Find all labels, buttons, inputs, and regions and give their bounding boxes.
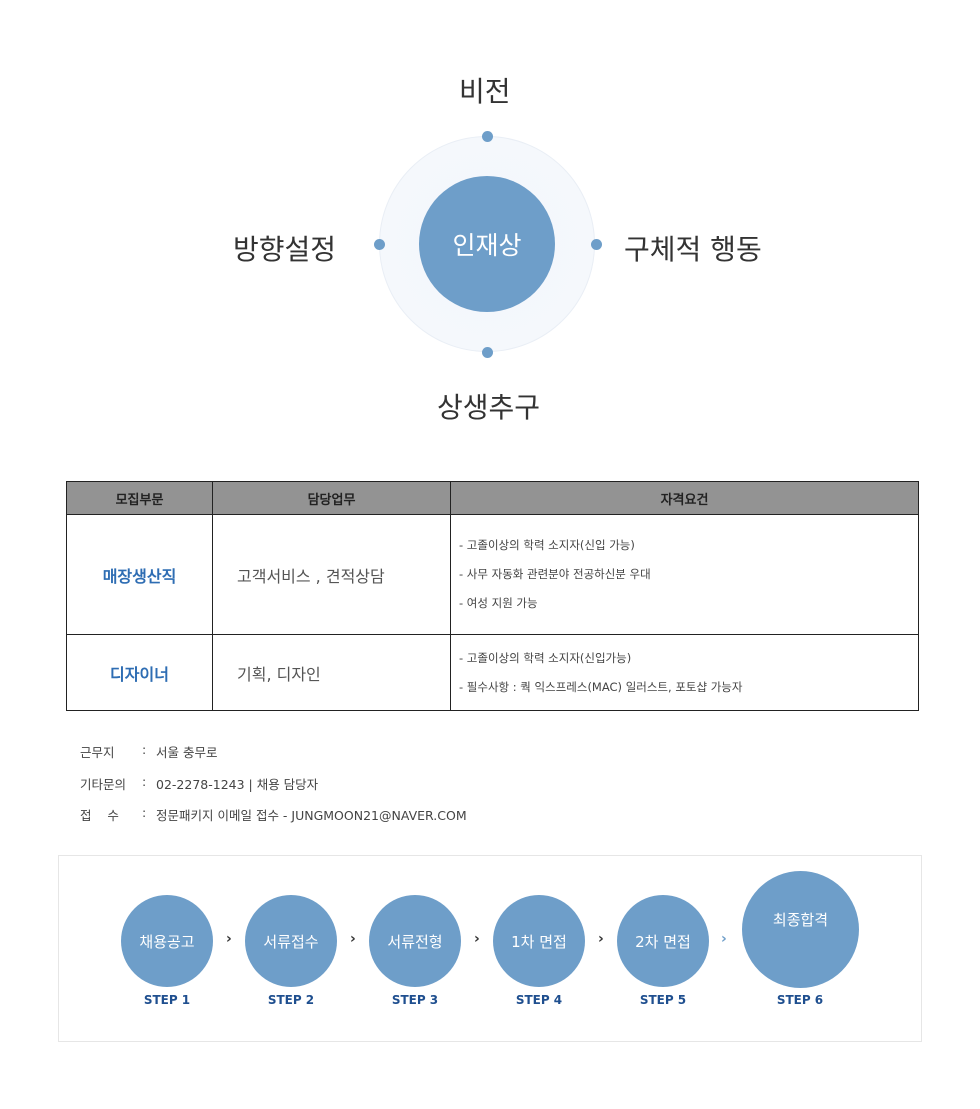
info-key: 접 수 bbox=[80, 808, 119, 823]
requirement-item: - 사무 자동화 관련분야 전공하신분 우대 bbox=[459, 567, 651, 581]
requirement-item: - 필수사항 : 쿽 익스프레스(MAC) 일러스트, 포토샵 가능자 bbox=[459, 679, 743, 694]
step-title: 최종합격 bbox=[772, 911, 829, 929]
table-header-cell: 자격요건 bbox=[450, 481, 919, 515]
step-arrow-icon: › bbox=[350, 931, 356, 947]
step-circle-final: 최종합격 bbox=[742, 871, 859, 988]
diagram-dot-top bbox=[482, 131, 493, 142]
table-header-cell: 모집부문 bbox=[66, 481, 213, 515]
step-arrow-icon: › bbox=[598, 931, 604, 947]
step-label: STEP 1 bbox=[143, 993, 191, 1007]
step-title: 2차 면접 bbox=[635, 932, 691, 951]
step-circle: 2차 면접 bbox=[617, 895, 709, 987]
step-title: 서류전형 bbox=[387, 932, 443, 951]
table-header-row: 모집부문 담당업무 자격요건 bbox=[66, 481, 919, 515]
info-row-apply: 접 수 : 정문패키지 이메일 접수 - JUNGMOON21@NAVER.CO… bbox=[80, 805, 467, 824]
diagram-bottom-label: 상생추구 bbox=[437, 391, 541, 424]
step-title: 채용공고 bbox=[139, 932, 195, 951]
info-value: 정문패키지 이메일 접수 - JUNGMOON21@NAVER.COM bbox=[156, 808, 467, 823]
recruit-duty: 고객서비스 , 견적상담 bbox=[212, 514, 451, 635]
recruit-part: 매장생산직 bbox=[66, 514, 213, 635]
recruit-duty: 기획, 디자인 bbox=[212, 634, 451, 711]
recruit-table: 모집부문 담당업무 자격요건 매장생산직 고객서비스 , 견적상담 - 고졸이상… bbox=[66, 481, 919, 711]
info-sep: : bbox=[142, 742, 147, 757]
diagram-core-label: 인재상 bbox=[452, 231, 522, 260]
step-circle: 서류접수 bbox=[245, 895, 337, 987]
info-value: 서울 충무로 bbox=[156, 745, 218, 760]
step-arrow-icon: › bbox=[226, 931, 232, 947]
table-row: 디자이너 기획, 디자인 - 고졸이상의 학력 소지자(신입가능) - 필수사항… bbox=[66, 634, 919, 711]
info-row-workplace: 근무지 : 서울 충무로 bbox=[80, 742, 217, 761]
info-row-contact: 기타문의 : 02-2278-1243 | 채용 담당자 bbox=[80, 774, 318, 793]
info-key: 기타문의 bbox=[80, 777, 127, 792]
recruit-requirements: - 고졸이상의 학력 소지자(신입 가능) - 사무 자동화 관련분야 전공하신… bbox=[450, 514, 919, 635]
requirement-item: - 여성 지원 가능 bbox=[459, 596, 538, 610]
process-steps-box bbox=[58, 855, 922, 1042]
step-circle: 1차 면접 bbox=[493, 895, 585, 987]
diagram-dot-right bbox=[591, 239, 602, 250]
diagram-left-label: 방향설정 bbox=[233, 233, 337, 266]
info-key: 근무지 bbox=[80, 745, 115, 760]
diagram-right-label: 구체적 행동 bbox=[624, 233, 762, 266]
diagram-dot-left bbox=[374, 239, 385, 250]
info-sep: : bbox=[142, 774, 147, 789]
step-arrow-icon: › bbox=[474, 931, 480, 947]
step-circle: 채용공고 bbox=[121, 895, 213, 987]
table-header-cell: 담당업무 bbox=[212, 481, 451, 515]
step-title: 서류접수 bbox=[263, 932, 319, 951]
step-label: STEP 2 bbox=[267, 993, 315, 1007]
diagram-top-label: 비전 bbox=[459, 75, 511, 108]
step-circle: 서류전형 bbox=[369, 895, 461, 987]
requirement-item: - 고졸이상의 학력 소지자(신입가능) bbox=[459, 650, 632, 665]
step-arrow-icon: › bbox=[721, 931, 727, 947]
requirement-item: - 고졸이상의 학력 소지자(신입 가능) bbox=[459, 538, 635, 552]
diagram-dot-bottom bbox=[482, 347, 493, 358]
step-title: 1차 면접 bbox=[511, 932, 567, 951]
info-sep: : bbox=[142, 805, 147, 820]
table-row: 매장생산직 고객서비스 , 견적상담 - 고졸이상의 학력 소지자(신입 가능)… bbox=[66, 514, 919, 635]
step-label: STEP 3 bbox=[391, 993, 439, 1007]
step-label: STEP 6 bbox=[776, 993, 824, 1007]
info-value: 02-2278-1243 | 채용 담당자 bbox=[156, 777, 319, 792]
recruit-requirements: - 고졸이상의 학력 소지자(신입가능) - 필수사항 : 쿽 익스프레스(MA… bbox=[450, 634, 919, 711]
step-label: STEP 4 bbox=[515, 993, 563, 1007]
diagram-core: 인재상 bbox=[419, 176, 555, 312]
recruit-part: 디자이너 bbox=[66, 634, 213, 711]
step-label: STEP 5 bbox=[639, 993, 687, 1007]
